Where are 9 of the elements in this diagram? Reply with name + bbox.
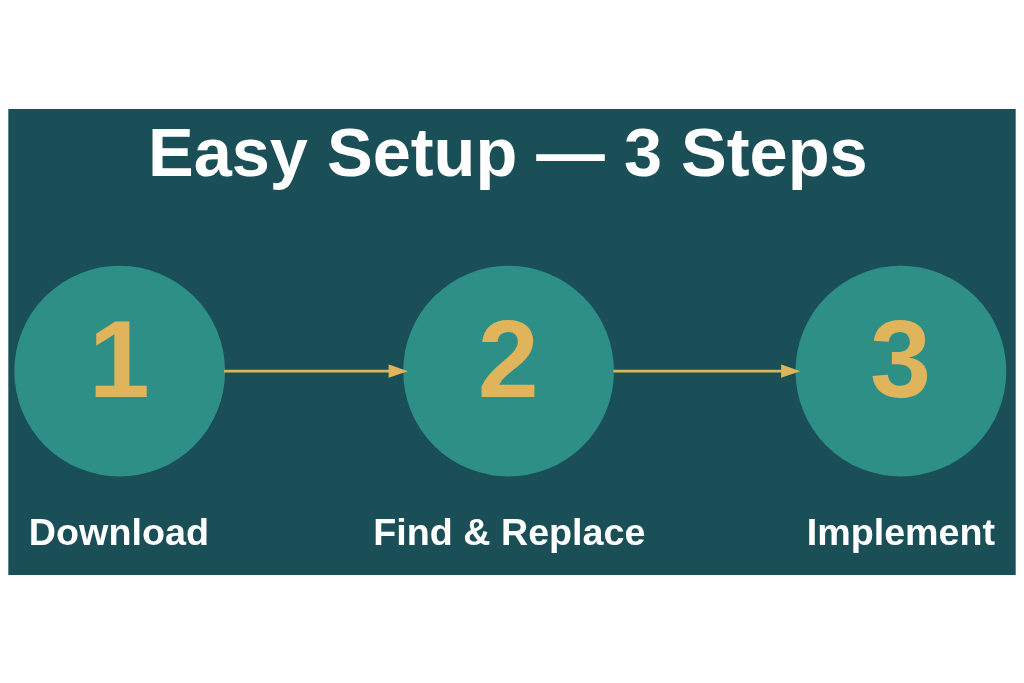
node-label: Implement [806,510,996,553]
node-label: Find & Replace [373,510,646,553]
arrow [613,363,801,378]
node-circle: 1 [14,265,226,476]
arrow [224,363,408,378]
node-circle: 3 [795,265,1007,476]
diagram-title: Easy Setup — 3 Steps [147,113,868,191]
node-label: Download [28,510,209,553]
node-circle: 2 [403,265,614,476]
